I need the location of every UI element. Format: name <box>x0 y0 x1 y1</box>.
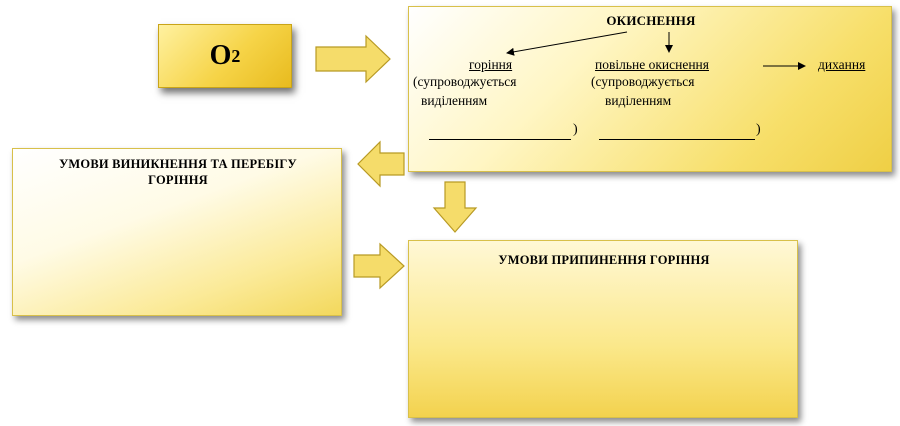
arrow-down-icon <box>432 181 478 233</box>
oxidation-arrows <box>506 31 806 70</box>
slow-note-line2: виділенням <box>605 93 672 108</box>
arrow-to-burning <box>506 31 628 56</box>
o2-subscript: 2 <box>231 45 241 66</box>
slow-note-line1: (супроводжується <box>591 74 695 89</box>
slow-close-paren: ) <box>756 122 761 137</box>
respiration-label: дихання <box>818 57 866 72</box>
slow-blank-line <box>599 139 755 140</box>
ignition-conditions-title-line2: ГОРІННЯ <box>148 173 208 187</box>
extinguishing-conditions-box: УМОВИ ПРИПИНЕННЯ ГОРІННЯ <box>408 240 798 418</box>
ignition-conditions-box: УМОВИ ВИНИКНЕННЯ ТА ПЕРЕБІГУ ГОРІННЯ <box>12 148 342 316</box>
burning-blank-line <box>429 139 571 140</box>
ignition-conditions-title-line1: УМОВИ ВИНИКНЕННЯ ТА ПЕРЕБІГУ <box>59 157 297 171</box>
burning-note-line1: (супроводжується <box>413 74 517 89</box>
oxidation-box: ОКИСНЕННЯ горіння (супроводжується виділ… <box>408 6 892 172</box>
arrow-right-icon <box>353 242 405 290</box>
burning-note-line2: виділенням <box>421 93 488 108</box>
arrow-left-icon <box>357 140 405 188</box>
o2-symbol: O <box>209 40 232 71</box>
extinguishing-conditions-title: УМОВИ ПРИПИНЕННЯ ГОРІННЯ <box>498 253 710 267</box>
burning-label: горіння <box>469 57 513 72</box>
burning-close-paren: ) <box>573 122 578 137</box>
arrow-right-o2-icon <box>315 34 391 84</box>
slow-oxidation-label: повільне окиснення <box>595 57 709 72</box>
oxidation-title: ОКИСНЕННЯ <box>606 13 696 28</box>
